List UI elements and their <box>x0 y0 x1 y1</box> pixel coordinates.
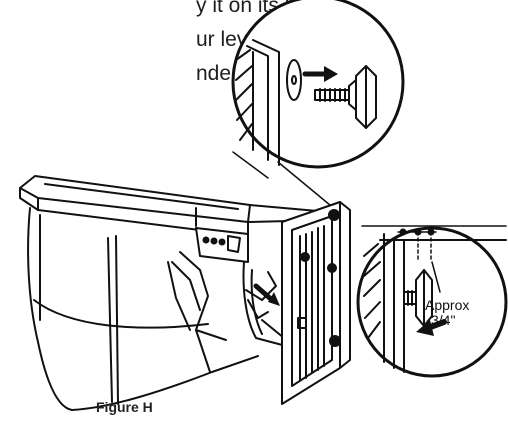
dishwasher-frame <box>281 201 351 405</box>
figure-caption: Figure H <box>96 399 153 415</box>
detail-circle-top <box>231 0 405 169</box>
detail-circle-bottom <box>356 225 508 378</box>
callout-approx: Approx <box>425 297 470 313</box>
callout-measurement: 3/4" <box>431 312 456 328</box>
